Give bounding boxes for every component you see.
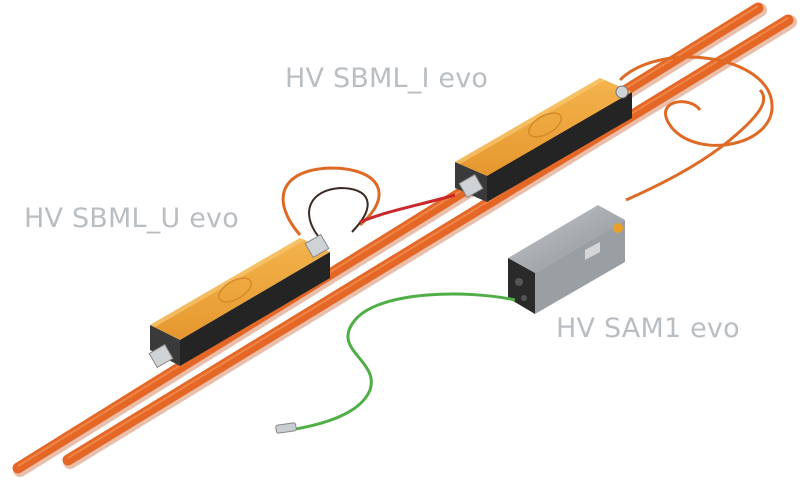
sam-connection-cable bbox=[625, 88, 766, 202]
green-sensor-cable bbox=[289, 292, 516, 432]
product-label-sbml-i: HV SBML_I evo bbox=[285, 63, 489, 94]
product-label-sam1: HV SAM1 evo bbox=[556, 313, 740, 344]
sbml-u-loop-cable-dark bbox=[308, 186, 369, 237]
main-cable-upper bbox=[12, 2, 767, 477]
sam1-module bbox=[508, 205, 625, 314]
sbml-i-housing bbox=[455, 78, 632, 202]
sbml-i-loop-cable bbox=[618, 55, 774, 147]
product-label-sbml-u: HV SBML_U evo bbox=[24, 203, 239, 234]
sbml-u-loop-cable bbox=[281, 166, 381, 236]
main-cable-lower bbox=[62, 14, 797, 469]
green-cable-connector bbox=[275, 422, 297, 434]
sbml-u-housing bbox=[148, 233, 330, 369]
sbml-i-red-lead bbox=[359, 193, 456, 224]
